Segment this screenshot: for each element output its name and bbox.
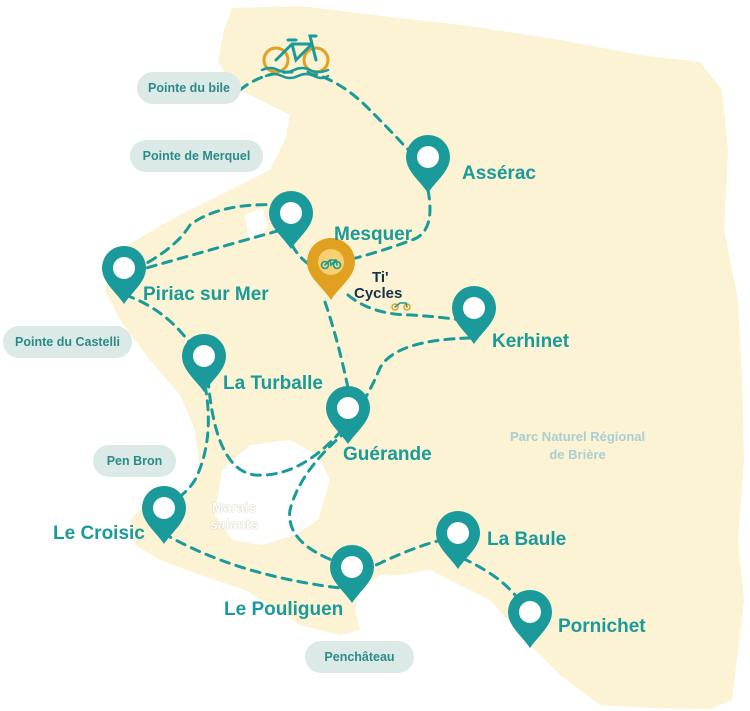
town-label-asserac: Assérac — [462, 163, 536, 184]
bay-water — [245, 208, 268, 240]
town-label-la-turballe: La Turballe — [223, 373, 323, 394]
route-piriac-home — [130, 226, 290, 274]
region-label: Parc Naturel Régional de Brière — [510, 428, 645, 464]
poi-pointe-de-merquel[interactable]: Pointe de Merquel — [130, 140, 263, 172]
town-label-le-croisic: Le Croisic — [53, 523, 145, 544]
town-label-pornichet: Pornichet — [558, 616, 646, 637]
route-asserac-home — [346, 188, 432, 262]
route-turballe-guerande — [206, 376, 344, 477]
region-label-line1: Parc Naturel Régional — [510, 429, 646, 444]
poi-penchateau[interactable]: Penchâteau — [305, 641, 414, 673]
route-mesquer-home — [290, 243, 317, 270]
bicycle-waves-icon — [260, 34, 330, 80]
marsh-label: Marais salants — [210, 499, 258, 533]
route-turballe-croisic — [160, 383, 210, 507]
route-guerande-pouliguen — [288, 428, 350, 567]
marsh-label-line2: salants — [210, 516, 259, 532]
town-label-guerande: Guérande — [343, 444, 432, 465]
bicycle-icon — [320, 259, 342, 270]
town-label-le-pouliguen: Le Pouliguen — [224, 599, 344, 620]
town-label-kerhinet: Kerhinet — [492, 331, 570, 352]
marsh-label-line1: Marais — [211, 499, 257, 515]
route-mesquer-piriac — [128, 203, 284, 274]
marsh-water — [215, 440, 330, 545]
poi-pointe-du-castelli[interactable]: Pointe du Castelli — [3, 326, 132, 358]
route-labaule-pornichet — [460, 556, 527, 612]
brand-name-line2: Cycles — [354, 285, 403, 302]
town-label-mesquer: Mesquer — [334, 224, 413, 245]
poi-pointe-du-bile[interactable]: Pointe du bile — [137, 72, 241, 104]
brand-bike-icon — [391, 302, 411, 311]
town-label-la-baule: La Baule — [487, 529, 567, 550]
town-label-piriac-sur-mer: Piriac sur Mer — [143, 284, 269, 305]
poi-pen-bron[interactable]: Pen Bron — [93, 445, 176, 477]
region-label-line2: de Brière — [549, 447, 606, 462]
home-pin[interactable] — [307, 238, 355, 300]
route-croisic-pouliguen — [161, 531, 342, 590]
route-home-guerande — [323, 300, 350, 390]
brand-name-line1: Ti' — [372, 269, 389, 286]
